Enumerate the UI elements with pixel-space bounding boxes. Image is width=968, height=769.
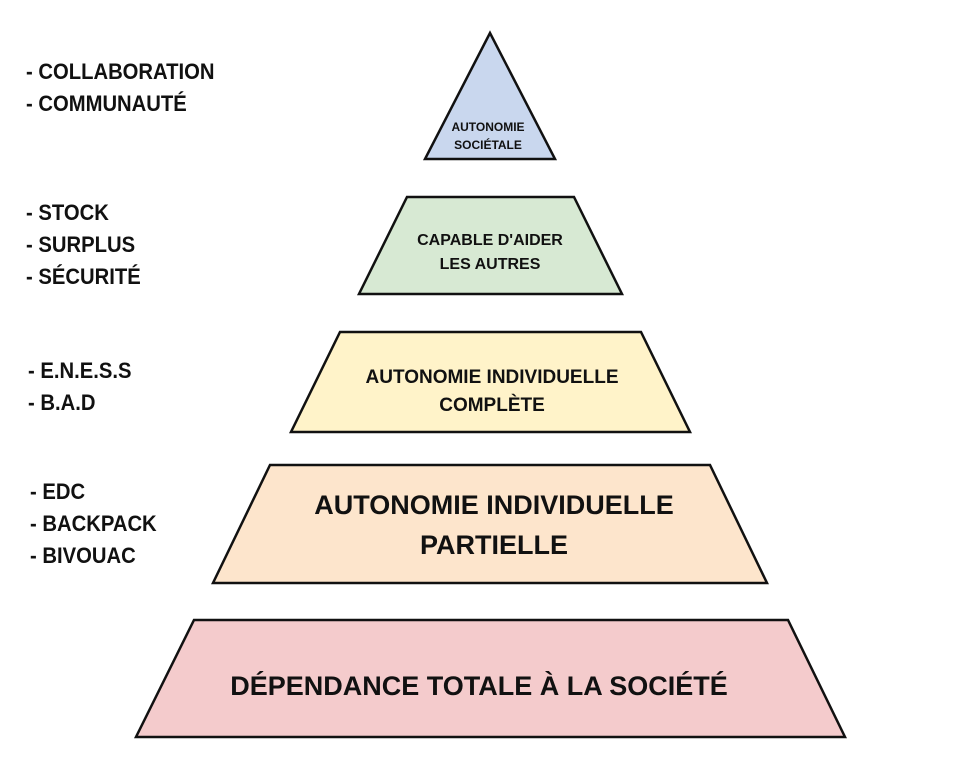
level-4-notes: - EDC - BACKPACK - BIVOUAC: [30, 476, 168, 572]
level-4-label-line-2: PARTIELLE: [420, 530, 568, 560]
note: - EDC: [30, 479, 86, 504]
level-4-trapezoid: [211, 463, 769, 585]
level-1-notes: - COLLABORATION - COMMUNAUTÉ: [26, 56, 231, 120]
level-3-label-line-1: AUTONOMIE INDIVIDUELLE: [366, 367, 619, 388]
note: - B.A.D: [28, 390, 96, 415]
note: - STOCK: [26, 200, 109, 225]
level-4-label-line-1: AUTONOMIE INDIVIDUELLE: [314, 490, 674, 520]
level-1-label-line-1: AUTONOMIE: [451, 120, 524, 134]
note: - SURPLUS: [26, 232, 136, 257]
level-2-notes: - STOCK - SURPLUS - SÉCURITÉ: [26, 197, 151, 293]
level-1-label-line-2: SOCIÉTALE: [454, 137, 522, 152]
level-5-label: DÉPENDANCE TOTALE À LA SOCIÉTÉ: [230, 670, 728, 701]
note: - BACKPACK: [30, 511, 157, 536]
note: - SÉCURITÉ: [26, 264, 141, 289]
level-2-label-line-2: LES AUTRES: [440, 256, 541, 273]
note: - E.N.E.S.S: [28, 358, 132, 383]
level-5-trapezoid: [133, 618, 847, 739]
note: - COLLABORATION: [26, 59, 215, 84]
level-3-notes: - E.N.E.S.S - B.A.D: [28, 355, 140, 419]
note: - COMMUNAUTÉ: [26, 91, 187, 116]
level-1-triangle: [422, 30, 558, 161]
level-3-label-line-2: COMPLÈTE: [439, 394, 545, 416]
level-2-label-line-1: CAPABLE D'AIDER: [417, 232, 563, 249]
level-2-trapezoid: [356, 195, 625, 296]
note: - BIVOUAC: [30, 543, 136, 568]
level-3-trapezoid: [288, 330, 693, 434]
